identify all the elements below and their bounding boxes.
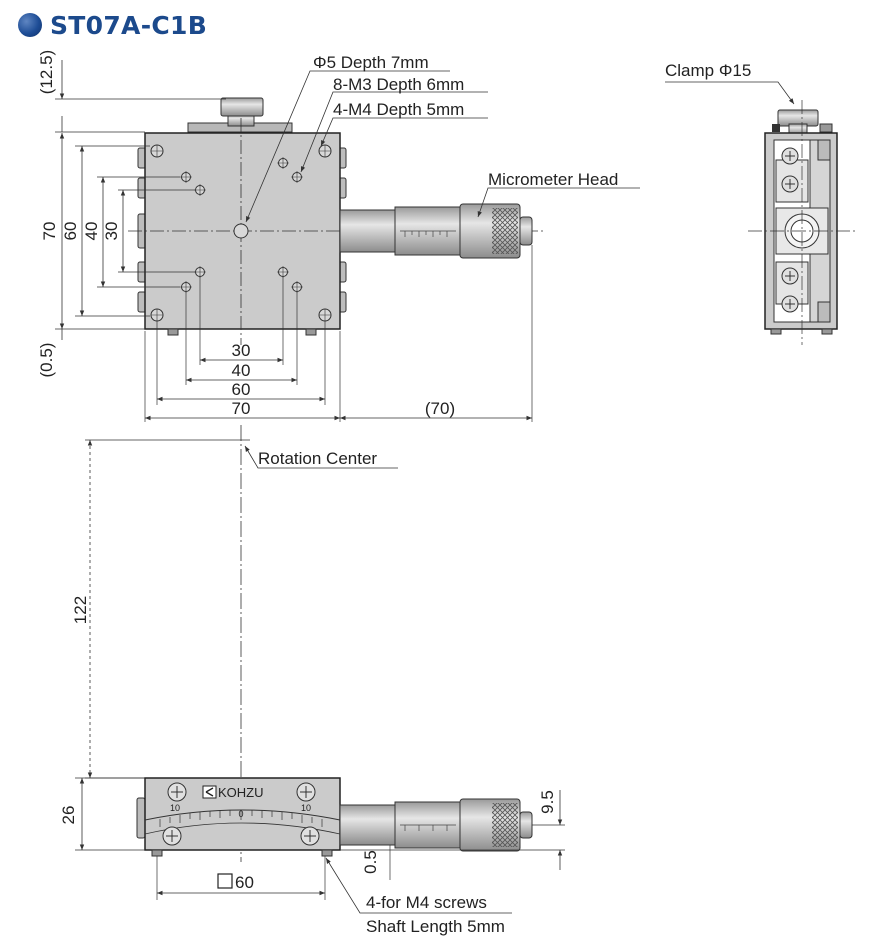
callout-8-m3: 8-M3 Depth 6mm — [333, 75, 464, 94]
dim-40-vertical: 40 — [82, 222, 101, 241]
dim-0-5: (0.5) — [37, 343, 56, 378]
dim-122: 122 — [71, 596, 90, 624]
dim-60-horizontal: 60 — [232, 380, 251, 399]
micrometer-head-top — [339, 203, 533, 259]
callout-4-m4: 4-M4 Depth 5mm — [333, 100, 464, 119]
top-view: (12.5) 70 60 40 30 (0.5) 30 40 60 70 (70… — [37, 50, 640, 422]
front-view: KOHZU 10 0 10 — [59, 777, 565, 936]
callout-clamp: Clamp Φ15 — [665, 61, 751, 80]
side-view: Clamp Φ15 — [665, 61, 858, 345]
dim-40-horizontal: 40 — [232, 361, 251, 380]
callout-micrometer-head: Micrometer Head — [488, 170, 618, 189]
bullet-icon — [18, 13, 42, 37]
dim-70-vertical: 70 — [40, 222, 59, 241]
dim-30-vertical: 30 — [102, 222, 121, 241]
dim-square-60: 60 — [235, 873, 254, 892]
scale-label-right: 10 — [301, 803, 311, 813]
dim-70-paren: (70) — [425, 399, 455, 418]
dim-9-5: 9.5 — [538, 790, 557, 814]
note-shaft-length: Shaft Length 5mm — [366, 917, 505, 936]
square-symbol-icon — [217, 873, 233, 889]
phi5-hole — [233, 223, 249, 239]
rotation-center-label: Rotation Center — [258, 449, 377, 468]
dim-0-5-front: 0.5 — [361, 850, 380, 874]
dim-60-vertical: 60 — [61, 222, 80, 241]
callout-phi5: Φ5 Depth 7mm — [313, 53, 429, 72]
dim-70-horizontal: 70 — [232, 399, 251, 418]
scale-label-mid: 0 — [238, 809, 243, 819]
angle-scale-ticks — [159, 810, 323, 827]
page-title: ST07A-C1B — [50, 10, 208, 40]
micrometer-head-front — [339, 798, 533, 852]
title-block: ST07A-C1B — [18, 10, 207, 40]
note-m4-screws: 4-for M4 screws — [366, 893, 487, 912]
brand-kohzu: KOHZU — [218, 785, 264, 800]
scale-label-left: 10 — [170, 803, 180, 813]
clamp-knob — [220, 97, 264, 117]
dim-30-horizontal: 30 — [232, 341, 251, 360]
dim-12-5: (12.5) — [37, 50, 56, 94]
dim-26: 26 — [59, 806, 78, 825]
